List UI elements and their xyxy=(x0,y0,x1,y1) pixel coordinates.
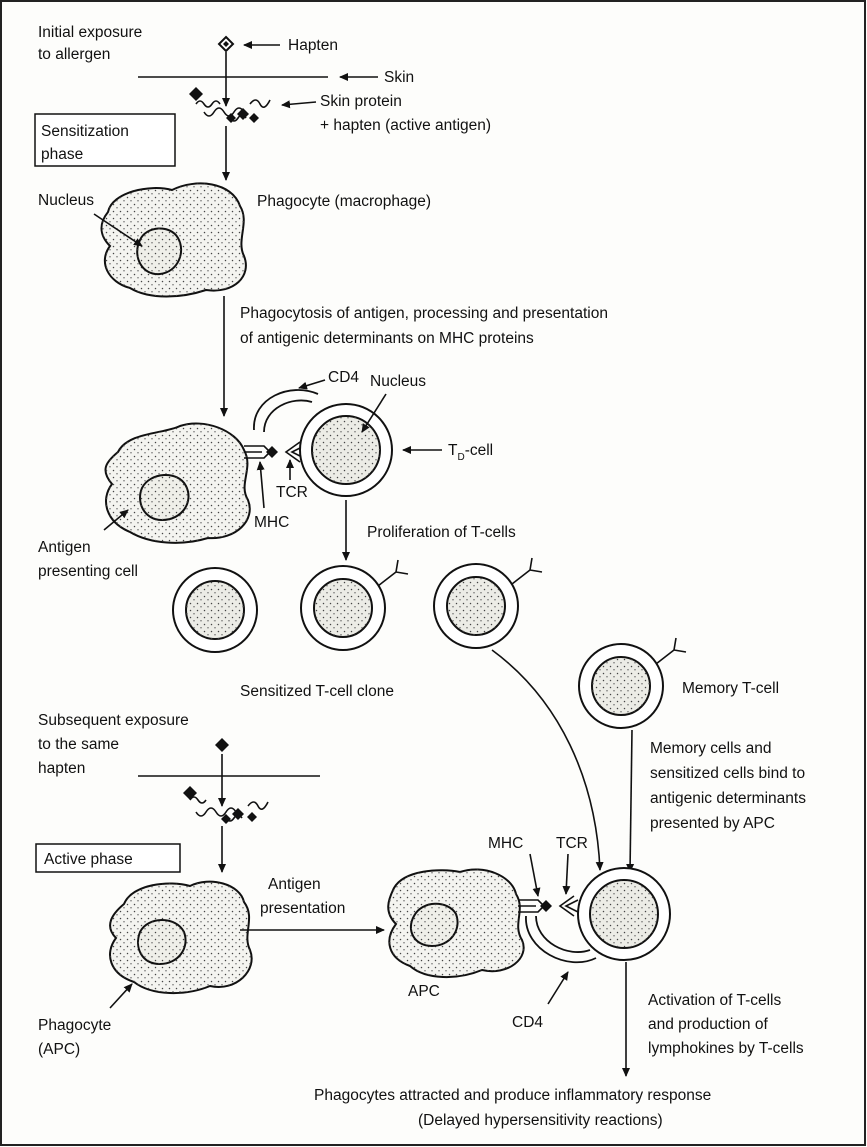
initial-exposure-label: Initial exposure to allergen xyxy=(38,24,147,63)
proliferation-label: Proliferation of T-cells xyxy=(367,524,516,541)
phagocyte-apc-pointer xyxy=(110,984,132,1008)
sensitized-tcell-1 xyxy=(173,568,257,652)
hapten-icon xyxy=(219,37,233,51)
td-cell xyxy=(300,404,392,496)
mhc-label-bottom: MHC xyxy=(488,835,523,852)
active-tcell xyxy=(578,868,670,960)
tcr-label-top: TCR xyxy=(276,484,308,501)
skin-protein-pointer-arrow xyxy=(282,102,316,105)
phagocyte-macrophage-label: Phagocyte (macrophage) xyxy=(257,193,431,210)
subsequent-exposure-label: Subsequent exposure to the same hapten xyxy=(38,712,193,777)
hapten-label: Hapten xyxy=(288,37,338,54)
mhc-tcr-complex-top xyxy=(244,442,304,462)
activation-label: Activation of T-cells and production of … xyxy=(648,992,804,1057)
apc-label: APC xyxy=(408,983,440,1000)
active-phase-label: Active phase xyxy=(44,851,133,868)
mhc-label-top: MHC xyxy=(254,514,289,531)
tcr-pointer-bottom xyxy=(566,854,568,894)
skin-protein-hapten-icon-subsequent xyxy=(183,786,268,824)
memory-to-active-arrow xyxy=(630,730,632,872)
antigen-presentation-label: Antigen presentation xyxy=(260,876,345,917)
mhc-pointer-bottom xyxy=(530,854,538,896)
skin-protein-label: Skin protein + hapten (active antigen) xyxy=(320,93,491,134)
apc-bottom xyxy=(388,869,523,977)
delayed-hypersensitivity-label: (Delayed hypersensitivity reactions) xyxy=(418,1112,663,1129)
antigen-presenting-cell xyxy=(105,423,249,542)
td-cell-label: TD-cell xyxy=(448,442,493,463)
cd4-pointer-bottom xyxy=(548,972,568,1004)
phagocyte-macrophage xyxy=(102,183,246,296)
cd4-pointer-top xyxy=(299,380,325,388)
nucleus-label-top: Nucleus xyxy=(38,192,94,209)
antigen-presenting-cell-label: Antigen presenting cell xyxy=(38,539,138,580)
skin-protein-hapten-icon xyxy=(189,87,270,123)
cd4-label-top: CD4 xyxy=(328,369,359,386)
cd4-label-bottom: CD4 xyxy=(512,1014,543,1031)
nucleus-label-tcell: Nucleus xyxy=(370,373,426,390)
sensitized-clone-label: Sensitized T-cell clone xyxy=(240,683,394,700)
phagocyte-apc-label: Phagocyte (APC) xyxy=(38,1017,116,1058)
memory-tcell xyxy=(579,638,686,728)
hapten-icon-subsequent xyxy=(215,738,229,752)
sensitized-tcell-3 xyxy=(434,558,542,648)
mhc-tcr-complex-bottom xyxy=(518,896,578,916)
memory-tcell-label: Memory T-cell xyxy=(682,680,779,697)
phagocytes-attracted-label: Phagocytes attracted and produce inflamm… xyxy=(314,1087,711,1104)
tcr-label-bottom: TCR xyxy=(556,835,588,852)
mhc-pointer-top xyxy=(260,462,264,508)
memory-bind-label: Memory cells and sensitized cells bind t… xyxy=(650,740,810,832)
skin-label: Skin xyxy=(384,69,414,86)
phagocytosis-label: Phagocytosis of antigen, processing and … xyxy=(240,305,612,347)
phagocyte-apc xyxy=(110,882,252,993)
sensitized-tcell-2 xyxy=(301,560,408,650)
